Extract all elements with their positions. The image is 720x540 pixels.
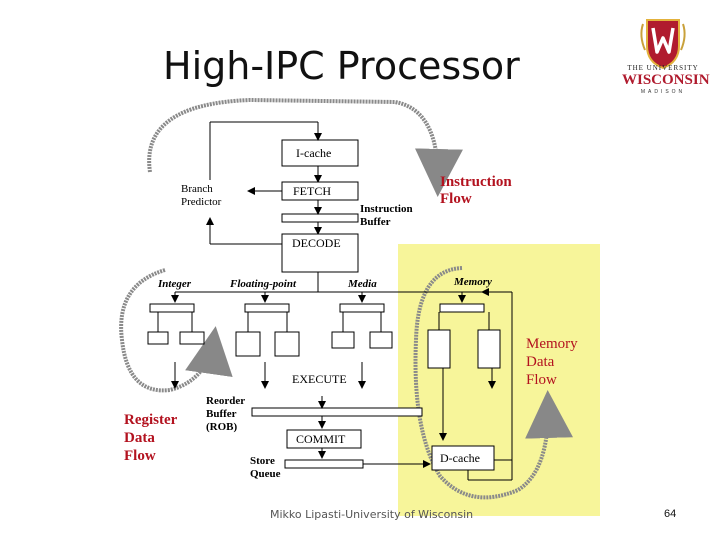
slide-title: High-IPC Processor [163,44,520,88]
dcache-box [431,445,495,471]
register-data-flow-label-2: Data [124,430,155,446]
memory-flow-highlight [398,244,600,516]
memory-label: Memory [453,276,492,288]
memory-queue [439,303,485,313]
register-flow-arrow [119,268,233,393]
memory-data-flow-label-1: Memory [526,336,578,352]
instruction-flow-label-2: Flow [440,191,472,207]
instruction-flow-label-1: Instruction [440,174,512,190]
store-queue [284,459,364,469]
decode-box [281,233,359,273]
logo-text-university: THE UNIVERSITY [627,64,699,72]
commit-box [286,429,362,449]
reorder-buffer [251,407,423,417]
integer-queue [149,303,195,313]
memory-data-flow-label-3: Flow [526,372,557,388]
dcache-label: D-cache [440,451,480,465]
icache-label: I-cache [296,146,331,160]
reorder-buffer-label-3: (ROB) [206,421,238,433]
integer-label: Integer [157,278,192,290]
branch-predictor-label-1: Branch [181,183,213,195]
page-number: 64 [664,508,677,520]
floating-point-label: Floating-point [229,278,297,290]
reorder-buffer-label-2: Buffer [206,408,237,420]
media-label: Media [347,278,377,290]
register-data-flow-label-3: Flow [124,448,156,464]
fp-queue [244,303,290,313]
slide-footer: Mikko Lipasti-University of Wisconsin [270,508,474,521]
reorder-buffer-label-1: Reorder [206,395,245,407]
icache-box [281,139,359,167]
store-queue-label-2: Queue [250,468,281,480]
instruction-flow-arrow [147,97,463,197]
memory-data-flow-label-2: Data [526,354,555,370]
logo-text-wisconsin: WISCONSIN [622,72,710,88]
fetch-label: FETCH [293,184,331,198]
store-queue-label-1: Store [250,455,275,467]
media-queue [339,303,385,313]
instruction-buffer-label-1: Instruction [360,203,413,215]
commit-label: COMMIT [296,432,346,446]
register-data-flow-label-1: Register [124,412,178,428]
memory-flow-arrow [413,266,574,500]
execute-label: EXECUTE [292,372,347,386]
instruction-buffer-label-2: Buffer [360,216,391,228]
university-shield-icon [640,19,686,70]
branch-predictor-label-2: Predictor [181,196,222,208]
instruction-buffer [281,213,359,223]
decode-label: DECODE [292,236,341,250]
logo-text-madison: MADISON [640,89,686,95]
